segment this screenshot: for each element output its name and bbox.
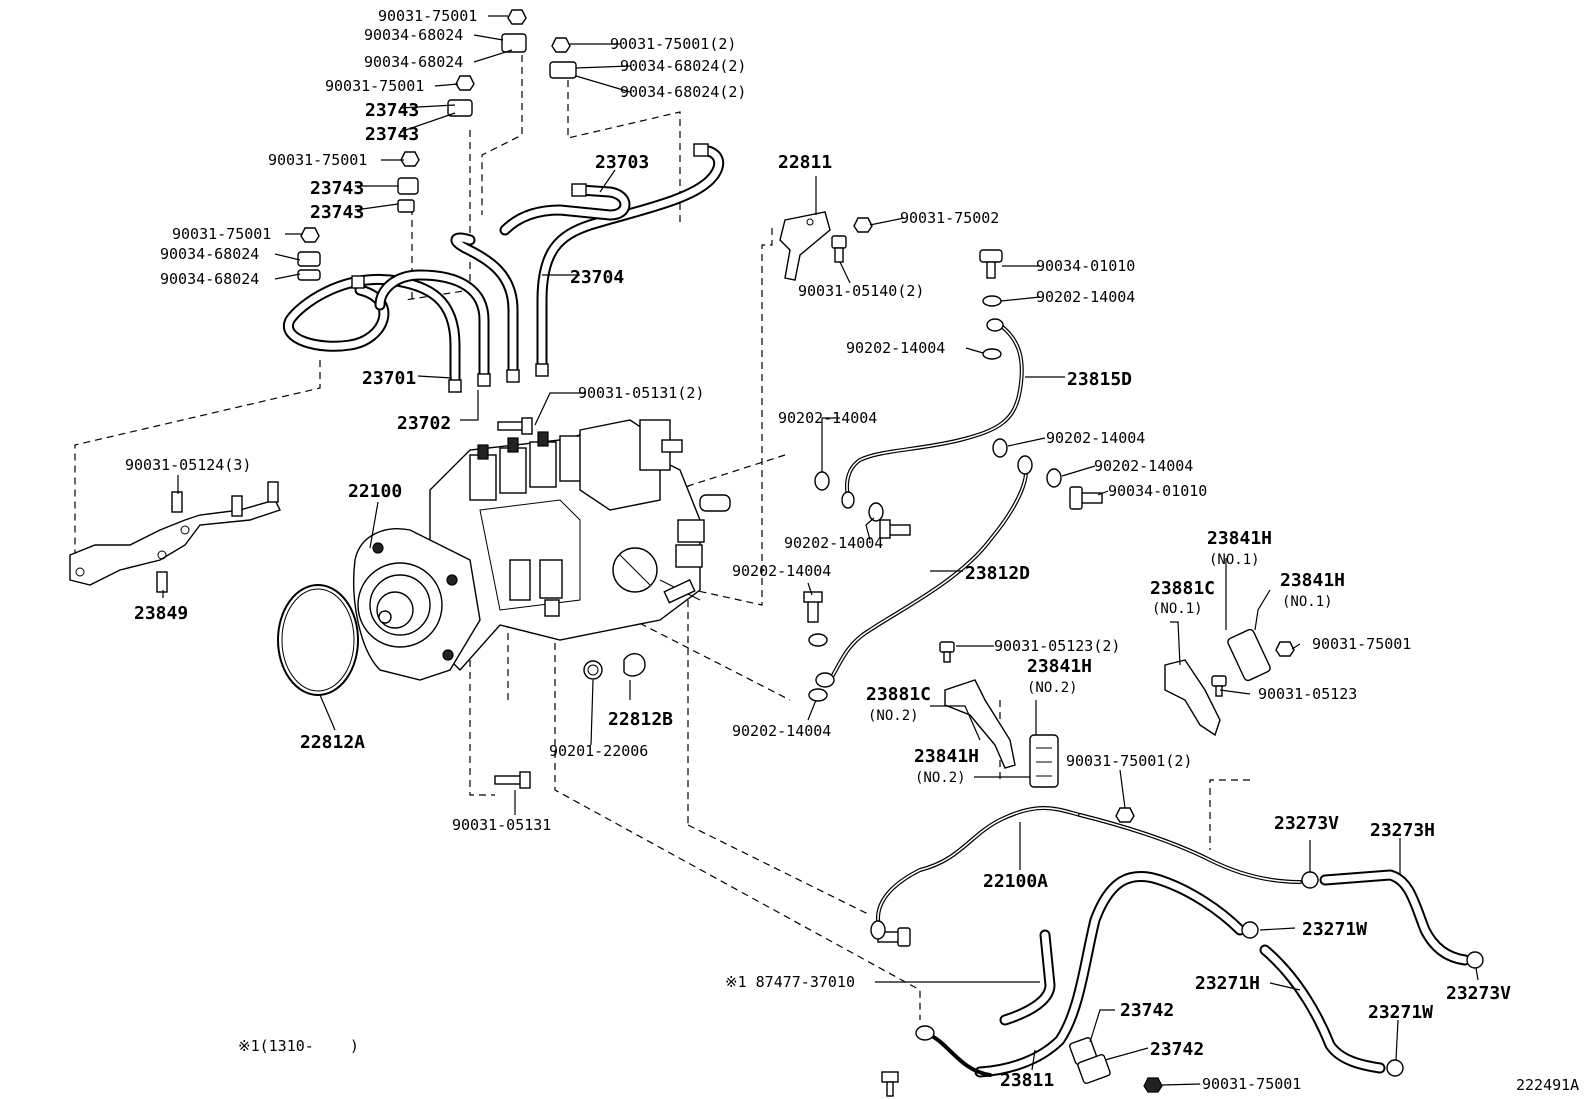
callout-c66: ※1 87477-37010 <box>725 973 855 991</box>
callout-c40: 90201-22006 <box>549 742 648 760</box>
callout-c23: 90031-05140(2) <box>798 282 924 300</box>
callout-c04: 90031-75001 <box>325 77 424 95</box>
callout-c53: 23881C <box>1150 578 1215 599</box>
callout-c45: (NO.2) <box>1027 680 1078 696</box>
footnote: ※1(1310- ) <box>238 1037 359 1055</box>
callout-c60: 23273H <box>1370 820 1435 841</box>
callout-c19: 23702 <box>397 413 451 434</box>
injection-pump <box>353 419 731 681</box>
callout-c44: 23841H <box>1027 656 1092 677</box>
callout-c15: 90034-68024(2) <box>620 83 746 101</box>
callout-c21: 22811 <box>778 152 832 173</box>
washer <box>583 660 603 680</box>
callout-c57: 90031-75001 <box>1312 635 1411 653</box>
plug <box>623 653 646 677</box>
pipe-23812d <box>815 455 1033 688</box>
callout-c22: 90031-75002 <box>900 209 999 227</box>
callout-c70: 90031-75001 <box>1202 1075 1301 1093</box>
callout-c32: 90202-14004 <box>784 534 883 552</box>
callout-c07: 90031-75001 <box>268 151 367 169</box>
leader-lines <box>162 15 1479 1086</box>
callout-c03: 90034-68024 <box>364 53 463 71</box>
callout-c36: 90031-05124(3) <box>125 456 251 474</box>
callout-c56: (NO.1) <box>1282 594 1333 610</box>
callout-c42: 90031-05131 <box>452 816 551 834</box>
callout-c38: 22100 <box>348 481 402 502</box>
callout-c28: 90202-14004 <box>778 409 877 427</box>
callout-c12: 90034-68024 <box>160 270 259 288</box>
callout-c68: 23742 <box>1150 1039 1204 1060</box>
pipe-22100a <box>870 806 1302 940</box>
callout-c43: 90031-05123(2) <box>994 637 1120 655</box>
clamps-23742 <box>1069 1037 1163 1093</box>
o-ring <box>277 584 359 696</box>
callout-c16: 23703 <box>595 152 649 173</box>
callout-c05: 23743 <box>365 100 419 121</box>
callout-c65: 23271W <box>1368 1002 1433 1023</box>
callout-labels: 90031-75001 90034-68024 90034-68024 9003… <box>125 7 1579 1094</box>
callout-c09: 23743 <box>310 202 364 223</box>
callout-c61: 22100A <box>983 871 1048 892</box>
callout-c46: 23881C <box>866 684 931 705</box>
callout-c37: 23849 <box>134 603 188 624</box>
callout-c17: 23704 <box>570 267 624 288</box>
callout-c02: 90034-68024 <box>364 26 463 44</box>
callout-c62: 23271W <box>1302 919 1367 940</box>
bracket-23849 <box>69 481 281 593</box>
injection-pipes <box>283 143 725 393</box>
callout-c47: (NO.2) <box>868 708 919 724</box>
callout-c34: 90202-14004 <box>732 562 831 580</box>
callout-c27: 23815D <box>1067 369 1132 390</box>
callout-c33: 23812D <box>965 563 1030 584</box>
callout-c29: 90202-14004 <box>1046 429 1145 447</box>
callout-c11: 90034-68024 <box>160 245 259 263</box>
gaskets <box>808 295 1062 702</box>
hoses <box>915 869 1484 1078</box>
callout-c54: (NO.1) <box>1152 601 1203 617</box>
callout-c58: 90031-05123 <box>1258 685 1357 703</box>
callout-c64: 23271H <box>1195 973 1260 994</box>
callout-c13: 90031-75001(2) <box>610 35 736 53</box>
drawing-number: 222491A <box>1516 1076 1579 1094</box>
callout-c14: 90034-68024(2) <box>620 57 746 75</box>
callout-c48: 23841H <box>914 746 979 767</box>
callout-c20: 90031-05131(2) <box>578 384 704 402</box>
callout-c41: 22812B <box>608 709 673 730</box>
callout-c52: (NO.1) <box>1209 552 1260 568</box>
callout-c06: 23743 <box>365 124 419 145</box>
hose-brackets <box>944 628 1295 823</box>
callout-c01: 90031-75001 <box>378 7 477 25</box>
bracket-22811 <box>779 211 873 281</box>
callout-c63: 23273V <box>1446 983 1511 1004</box>
callout-c69: 23811 <box>1000 1070 1054 1091</box>
bolts <box>494 235 1227 1097</box>
callout-c08: 23743 <box>310 178 364 199</box>
callout-c31: 90034-01010 <box>1108 482 1207 500</box>
callout-c26: 90202-14004 <box>846 339 945 357</box>
pipe-23815d <box>841 318 1024 509</box>
callout-c30: 90202-14004 <box>1094 457 1193 475</box>
callout-c10: 90031-75001 <box>172 225 271 243</box>
callout-c49: (NO.2) <box>915 770 966 786</box>
callout-c51: 23841H <box>1207 528 1272 549</box>
callout-c50: 90031-75001(2) <box>1066 752 1192 770</box>
callout-c18: 23701 <box>362 368 416 389</box>
callout-c55: 23841H <box>1280 570 1345 591</box>
callout-c59: 23273V <box>1274 813 1339 834</box>
callout-c67: 23742 <box>1120 1000 1174 1021</box>
callout-c39: 22812A <box>300 732 365 753</box>
callout-c25: 90202-14004 <box>1036 288 1135 306</box>
callout-c35: 90202-14004 <box>732 722 831 740</box>
callout-c24: 90034-01010 <box>1036 257 1135 275</box>
pipe-clamps <box>297 9 577 281</box>
